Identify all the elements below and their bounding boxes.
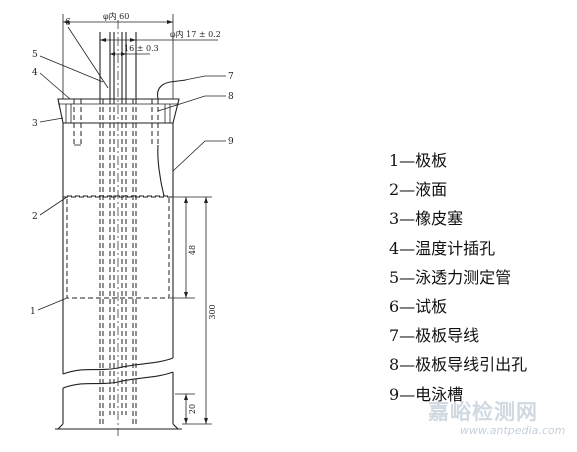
tank-body	[55, 123, 182, 430]
legend-item: 2—液面	[389, 180, 448, 200]
legend-item: 9—电泳槽	[389, 384, 464, 404]
part-labels: 6 5 4 3 2 1 7 8 9	[30, 18, 234, 317]
inner-tube-dim: φ内 17 ± 0.2	[170, 29, 221, 39]
label-1: 1	[30, 307, 36, 317]
watermark-cn: 嘉峪检测网	[428, 400, 538, 424]
label-2: 2	[32, 212, 38, 222]
electrode-wire	[156, 79, 187, 197]
thermometer-hole	[73, 99, 82, 146]
legend-item: 1—极板	[389, 151, 448, 170]
label-7: 7	[228, 72, 234, 82]
label-4: 4	[32, 68, 38, 78]
leader-lines	[37, 26, 226, 311]
rubber-stopper	[57, 98, 180, 124]
label-3: 3	[32, 119, 38, 129]
total-height-dim: 300	[208, 304, 217, 319]
electrode-plate	[66, 195, 170, 299]
legend-item: 5—泳透力测定管	[389, 267, 512, 287]
watermark-en: www.antpedia.com	[460, 424, 566, 437]
legend-item: 3—橡皮塞	[389, 209, 464, 229]
watermark: 嘉峪检测网 www.antpedia.com	[420, 396, 570, 446]
dimension-texts: φ内 60 φ内 17 ± 0.2 16 ± 0.3 48 300 20	[103, 11, 221, 414]
liquid-height-dim: 48	[188, 245, 197, 255]
label-9: 9	[228, 137, 234, 147]
label-6: 6	[65, 18, 71, 28]
test-plate	[109, 20, 127, 436]
lead-out-hole	[151, 99, 159, 145]
plate-spacing-dim: 16 ± 0.3	[124, 44, 159, 53]
top-dimensions	[62, 14, 218, 99]
label-5: 5	[32, 50, 38, 60]
bottom-height-dim: 20	[188, 404, 197, 414]
legend-item: 8—极板导线引出孔	[389, 355, 528, 375]
legend-item: 7—极板导线	[389, 326, 480, 346]
legend-item: 4—温度计插孔	[389, 238, 496, 258]
parts-legend: 1—极板 2—液面 3—橡皮塞 4—温度计插孔 5—泳透力测定管 6—试板 7—…	[389, 146, 527, 409]
legend-item: 6—试板	[389, 297, 448, 317]
outer-diameter-dim: φ内 60	[103, 11, 129, 21]
side-dimensions	[170, 196, 212, 425]
label-8: 8	[228, 92, 234, 102]
measuring-tube	[99, 32, 137, 424]
